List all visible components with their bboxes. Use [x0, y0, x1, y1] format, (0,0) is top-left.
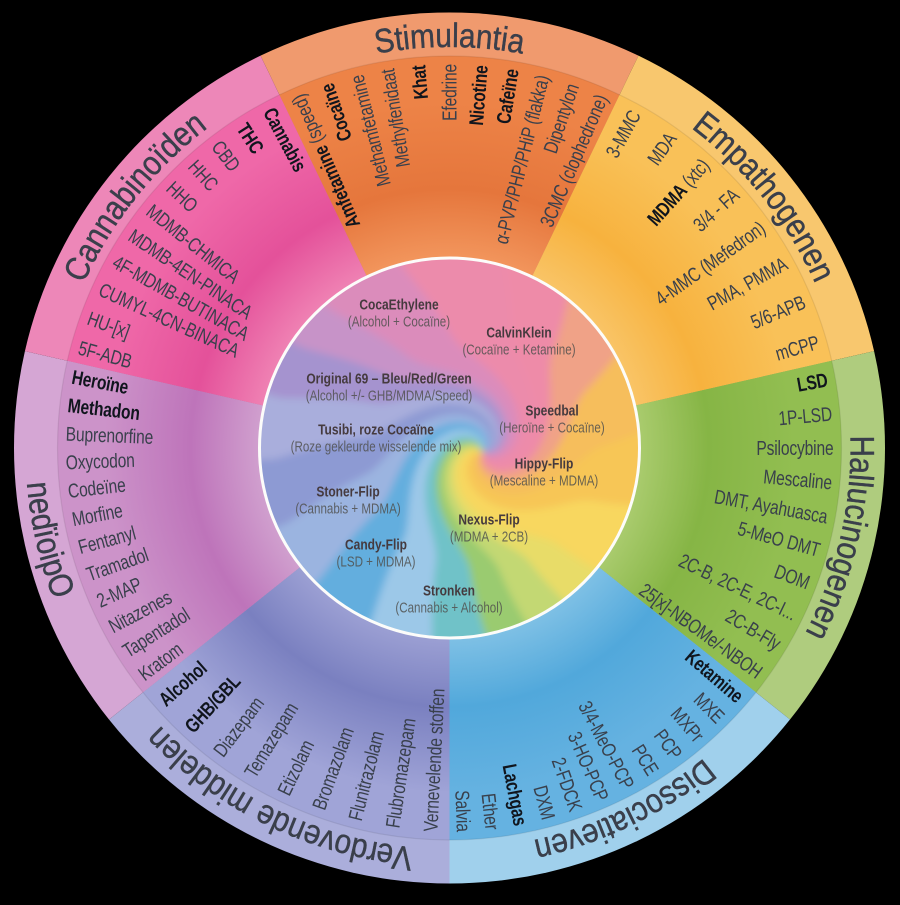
svg-text:l: l	[842, 473, 881, 482]
svg-text:(Heroïne + Cocaïne): (Heroïne + Cocaïne)	[499, 419, 604, 436]
svg-text:i: i	[401, 18, 412, 57]
svg-text:Original 69 – Bleu/Red/Green: Original 69 – Bleu/Red/Green	[306, 370, 471, 387]
svg-text:u: u	[435, 16, 452, 55]
svg-text:u: u	[839, 486, 879, 507]
svg-text:Psilocybine: Psilocybine	[756, 437, 833, 459]
svg-text:Tusibi, roze Cocaïne: Tusibi, roze Cocaïne	[318, 421, 434, 438]
svg-text:l: l	[452, 16, 459, 54]
svg-text:c: c	[837, 502, 877, 523]
svg-text:(Alcohol + Cocaïne): (Alcohol + Cocaïne)	[348, 313, 450, 330]
svg-text:Stoner-Flip: Stoner-Flip	[316, 483, 379, 500]
svg-text:Nexus-Flip: Nexus-Flip	[458, 511, 519, 528]
svg-text:Nicotine: Nicotine	[465, 64, 492, 126]
svg-text:a: a	[505, 20, 528, 61]
svg-text:(Cannabis + MDMA): (Cannabis + MDMA)	[295, 500, 400, 517]
svg-text:e: e	[21, 495, 61, 517]
svg-text:Speedbal: Speedbal	[525, 402, 578, 419]
svg-text:a: a	[458, 16, 476, 55]
svg-text:l: l	[841, 479, 880, 489]
svg-text:(LSD + MDMA): (LSD + MDMA)	[337, 553, 416, 570]
svg-text:e: e	[373, 835, 395, 875]
svg-text:(Cannabis + Alcohol): (Cannabis + Alcohol)	[395, 599, 502, 616]
svg-text:Ether: Ether	[477, 792, 503, 831]
svg-text:Stronken: Stronken	[423, 582, 475, 599]
svg-text:LSD: LSD	[795, 369, 829, 396]
svg-text:1P-LSD: 1P-LSD	[778, 403, 834, 430]
svg-text:Khat: Khat	[407, 64, 432, 100]
svg-text:Efedrine: Efedrine	[439, 64, 461, 121]
svg-text:Buprenorfine: Buprenorfine	[65, 423, 153, 449]
svg-text:H: H	[843, 435, 881, 457]
svg-text:m: m	[409, 16, 436, 56]
svg-text:Candy-Flip: Candy-Flip	[345, 536, 407, 553]
svg-text:n: n	[474, 17, 494, 57]
svg-text:Oxycodon: Oxycodon	[65, 449, 135, 474]
svg-text:d: d	[24, 510, 65, 533]
svg-text:Hippy-Flip: Hippy-Flip	[515, 455, 574, 472]
svg-text:(Cocaïne + Ketamine): (Cocaïne + Ketamine)	[462, 341, 575, 358]
svg-text:(Alcohol +/- GHB/MDMA/Speed): (Alcohol +/- GHB/MDMA/Speed)	[306, 387, 473, 404]
svg-text:CocaEthylene: CocaEthylene	[359, 296, 439, 313]
svg-text:a: a	[842, 457, 881, 475]
svg-text:CalvinKlein: CalvinKlein	[486, 324, 551, 341]
svg-text:(MDMA + 2CB): (MDMA + 2CB)	[450, 528, 528, 545]
svg-text:Salvia: Salvia	[451, 790, 475, 833]
svg-text:n: n	[19, 480, 59, 500]
svg-text:(Mescaline + MDMA): (Mescaline + MDMA)	[490, 472, 599, 489]
svg-text:(Roze gekleurde wisselende mix: (Roze gekleurde wisselende mix)	[291, 438, 462, 455]
